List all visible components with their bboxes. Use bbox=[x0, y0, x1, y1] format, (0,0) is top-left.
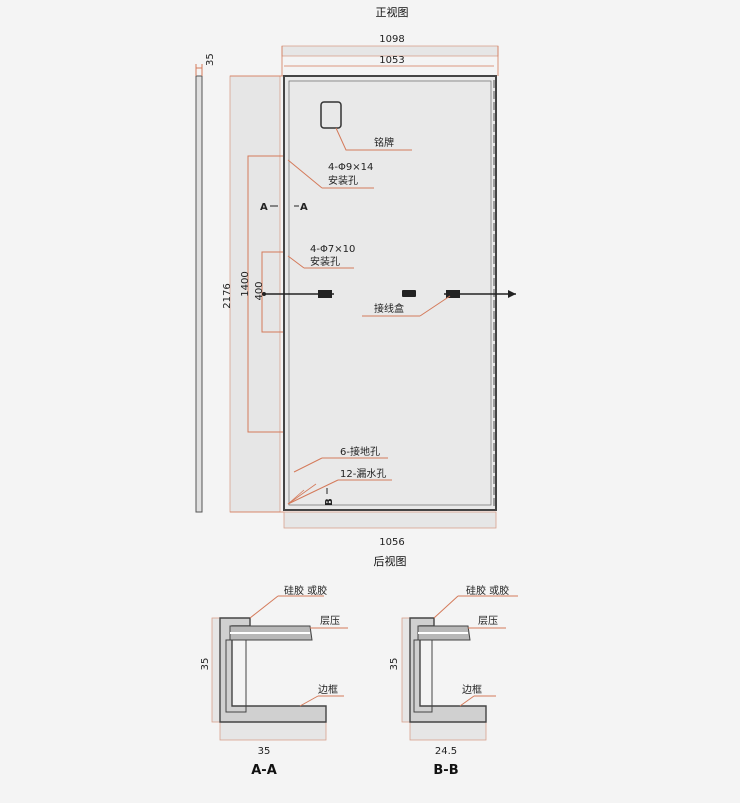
cable-left bbox=[262, 290, 334, 298]
hole-spacing-outer-dim: 1400 bbox=[240, 271, 251, 296]
mount-hole2-label: 安装孔 bbox=[310, 255, 340, 268]
mount-hole-label: 安装孔 bbox=[328, 174, 358, 187]
bb-callout-middle: 层压 bbox=[478, 615, 498, 627]
connector-left-icon bbox=[318, 290, 332, 298]
callout-drain-hole: 12-漏水孔 bbox=[287, 468, 392, 505]
aa-callout-top: 硅胶 或胶 bbox=[284, 584, 327, 597]
nameplate-label: 铭牌 bbox=[374, 136, 394, 149]
overall-width-dim: 1098 bbox=[379, 34, 404, 45]
bb-width: 24.5 bbox=[435, 746, 457, 757]
drain-hole-label: 12-漏水孔 bbox=[340, 468, 386, 480]
mount-hole2-size: 4-Φ7×10 bbox=[310, 244, 355, 255]
callout-junction-box: 接线盒 bbox=[362, 295, 451, 317]
section-a-right: A bbox=[300, 202, 308, 213]
section-b-marker: B bbox=[324, 488, 335, 506]
section-aa: 硅胶 或胶 层压 边框 35 35 A-A bbox=[200, 584, 348, 778]
aa-callout-middle: 层压 bbox=[320, 615, 340, 627]
junction-box-label: 接线盒 bbox=[374, 302, 404, 315]
callout-mount-hole: 4-Φ9×14 安装孔 bbox=[287, 159, 374, 189]
hole-spacing-inner-dim: 400 bbox=[254, 281, 265, 300]
front-view-title: 正视图 bbox=[376, 5, 409, 19]
mount-hole-size: 4-Φ9×14 bbox=[328, 162, 373, 173]
hole-spacing-outer-dimension: 1400 bbox=[240, 155, 284, 433]
hole-spacing-inner-dimension: 400 bbox=[254, 251, 284, 333]
bottom-width-dimension: 1056 bbox=[283, 511, 497, 548]
side-profile: 35 bbox=[195, 53, 216, 513]
bb-callout-top: 硅胶 或胶 bbox=[466, 584, 509, 597]
thickness-dim: 35 bbox=[205, 53, 216, 66]
width-dimensions: 1098 1053 bbox=[281, 34, 499, 76]
callout-mount-hole-2: 4-Φ7×10 安装孔 bbox=[287, 244, 355, 269]
callout-ground-hole: 6-接地孔 bbox=[293, 445, 388, 473]
bb-height: 35 bbox=[389, 658, 400, 671]
connector-right-icon bbox=[446, 290, 460, 298]
ground-hole-label: 6-接地孔 bbox=[340, 445, 380, 458]
nameplate-icon bbox=[320, 101, 342, 129]
bottom-width-dim: 1056 bbox=[379, 537, 404, 548]
overall-length-dim: 2176 bbox=[222, 283, 233, 308]
back-view-title: 后视图 bbox=[374, 554, 407, 568]
aa-callout-bottom: 边框 bbox=[318, 683, 338, 696]
junction-box-icon bbox=[402, 290, 416, 297]
frame-width-dim: 1053 bbox=[379, 55, 404, 66]
section-b: B bbox=[324, 498, 335, 506]
aa-width: 35 bbox=[258, 746, 271, 757]
section-bb: 硅胶 或胶 层压 边框 35 24.5 B-B bbox=[389, 584, 518, 778]
section-a-markers: A A bbox=[260, 202, 308, 213]
bb-callout-bottom: 边框 bbox=[462, 683, 482, 696]
aa-height: 35 bbox=[200, 658, 211, 671]
section-a-left: A bbox=[260, 202, 268, 213]
callout-nameplate: 铭牌 bbox=[335, 127, 412, 151]
cable-right bbox=[444, 290, 516, 298]
bb-label: B-B bbox=[433, 763, 458, 778]
aa-label: A-A bbox=[251, 763, 277, 778]
length-dimension: 2176 bbox=[222, 75, 284, 513]
